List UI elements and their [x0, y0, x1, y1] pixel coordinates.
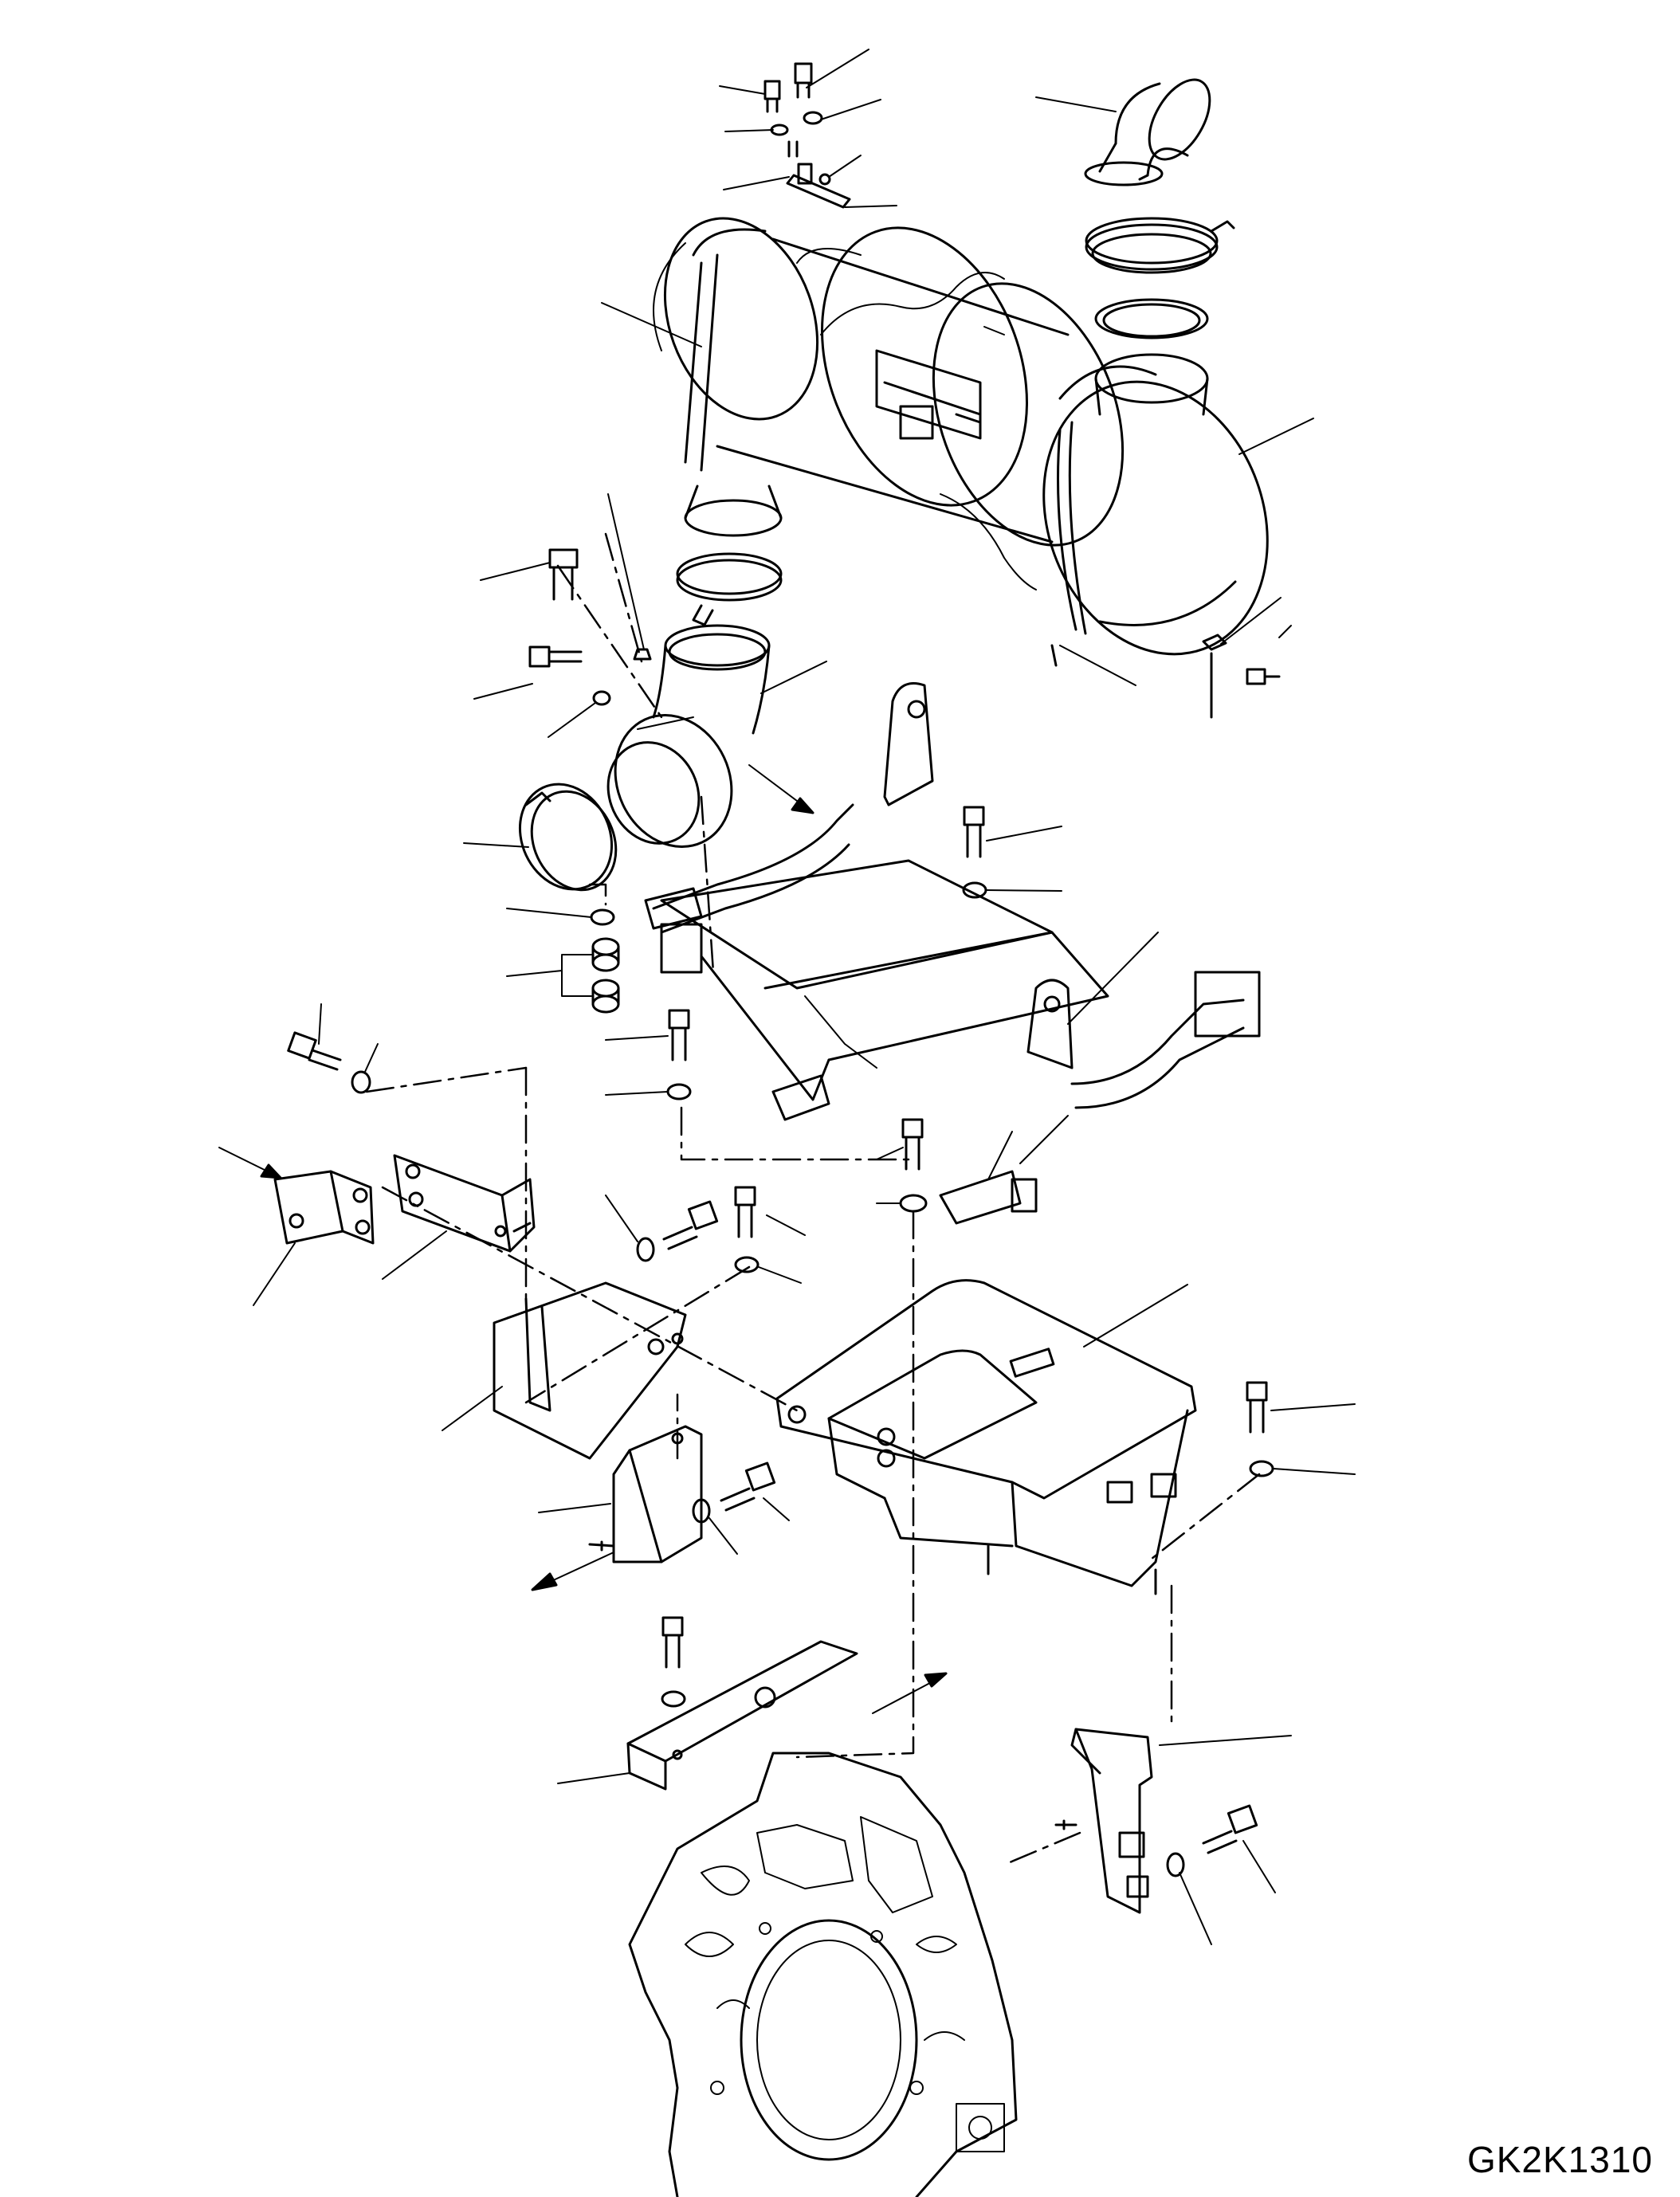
bolt-bracket-top-right: [963, 806, 985, 858]
bolt-mid-left: [662, 1200, 719, 1250]
assembly-arrowhead-2: [260, 1163, 282, 1179]
washer-mid-left: [636, 1237, 655, 1262]
spacer-upper: [591, 937, 620, 972]
elbow-gasket: [1094, 298, 1209, 339]
assembly-arrowhead-3: [531, 1572, 558, 1591]
right-mount-bracket: [1054, 1728, 1153, 1914]
cover-plate-flat: [626, 1640, 858, 1791]
washer-mid-right: [899, 1194, 928, 1213]
assembly-arrow-3: [549, 1552, 614, 1583]
washer-spacer-left: [590, 908, 615, 926]
bolt-mid-right: [901, 1118, 924, 1171]
bolt-side-bracket: [287, 1031, 342, 1071]
bolt-right-mount: [1202, 1804, 1258, 1854]
side-bracket-plate: [393, 1154, 536, 1253]
clamp-lower: [518, 783, 618, 892]
clamp-upper: [676, 552, 783, 626]
inlet-elbow-pipe: [606, 624, 771, 849]
leader-lines: [253, 49, 1356, 1945]
washer-right-mount: [1166, 1852, 1185, 1877]
bolt-flange-2: [528, 645, 583, 668]
bolt-support-right: [1246, 1381, 1268, 1434]
washer-lower-l-bracket: [692, 1498, 711, 1524]
assembly-arrowhead-4: [924, 1672, 948, 1688]
bolt-flange-1: [548, 548, 579, 601]
nut-small: [633, 648, 652, 661]
heat-shield-cover: [493, 1281, 687, 1460]
aftertreatment-canister: [653, 217, 1281, 719]
washer-bracket-left: [666, 1083, 692, 1100]
washer-support-right: [1249, 1460, 1274, 1477]
side-bracket-angle: [273, 1170, 375, 1245]
washer-mid-centre: [734, 1256, 760, 1273]
washer-flange: [592, 690, 611, 706]
drawing-code: GK2K1310: [1466, 2139, 1653, 2180]
flywheel-housing: [628, 1752, 1018, 2197]
bolt-bracket-left: [668, 1009, 690, 1061]
outlet-elbow-pipe: [1084, 78, 1211, 186]
assembly-centre-lines: [365, 532, 1261, 1866]
lower-l-bracket: [588, 1425, 703, 1563]
washer-plate: [661, 1690, 686, 1708]
clamp-hardware-group: [763, 62, 851, 209]
washer-side-bracket: [351, 1070, 371, 1094]
bolt-mid-centre: [734, 1186, 756, 1238]
bolt-plate: [661, 1616, 684, 1669]
elbow-clamp-ring: [1085, 217, 1235, 274]
bolt-lower-l-bracket: [720, 1461, 776, 1512]
upper-cradle-bracket: [644, 682, 1261, 1225]
spacer-lower: [591, 979, 620, 1014]
lower-support-bracket: [775, 1279, 1197, 1595]
assembly-arrowhead-1: [791, 797, 814, 814]
